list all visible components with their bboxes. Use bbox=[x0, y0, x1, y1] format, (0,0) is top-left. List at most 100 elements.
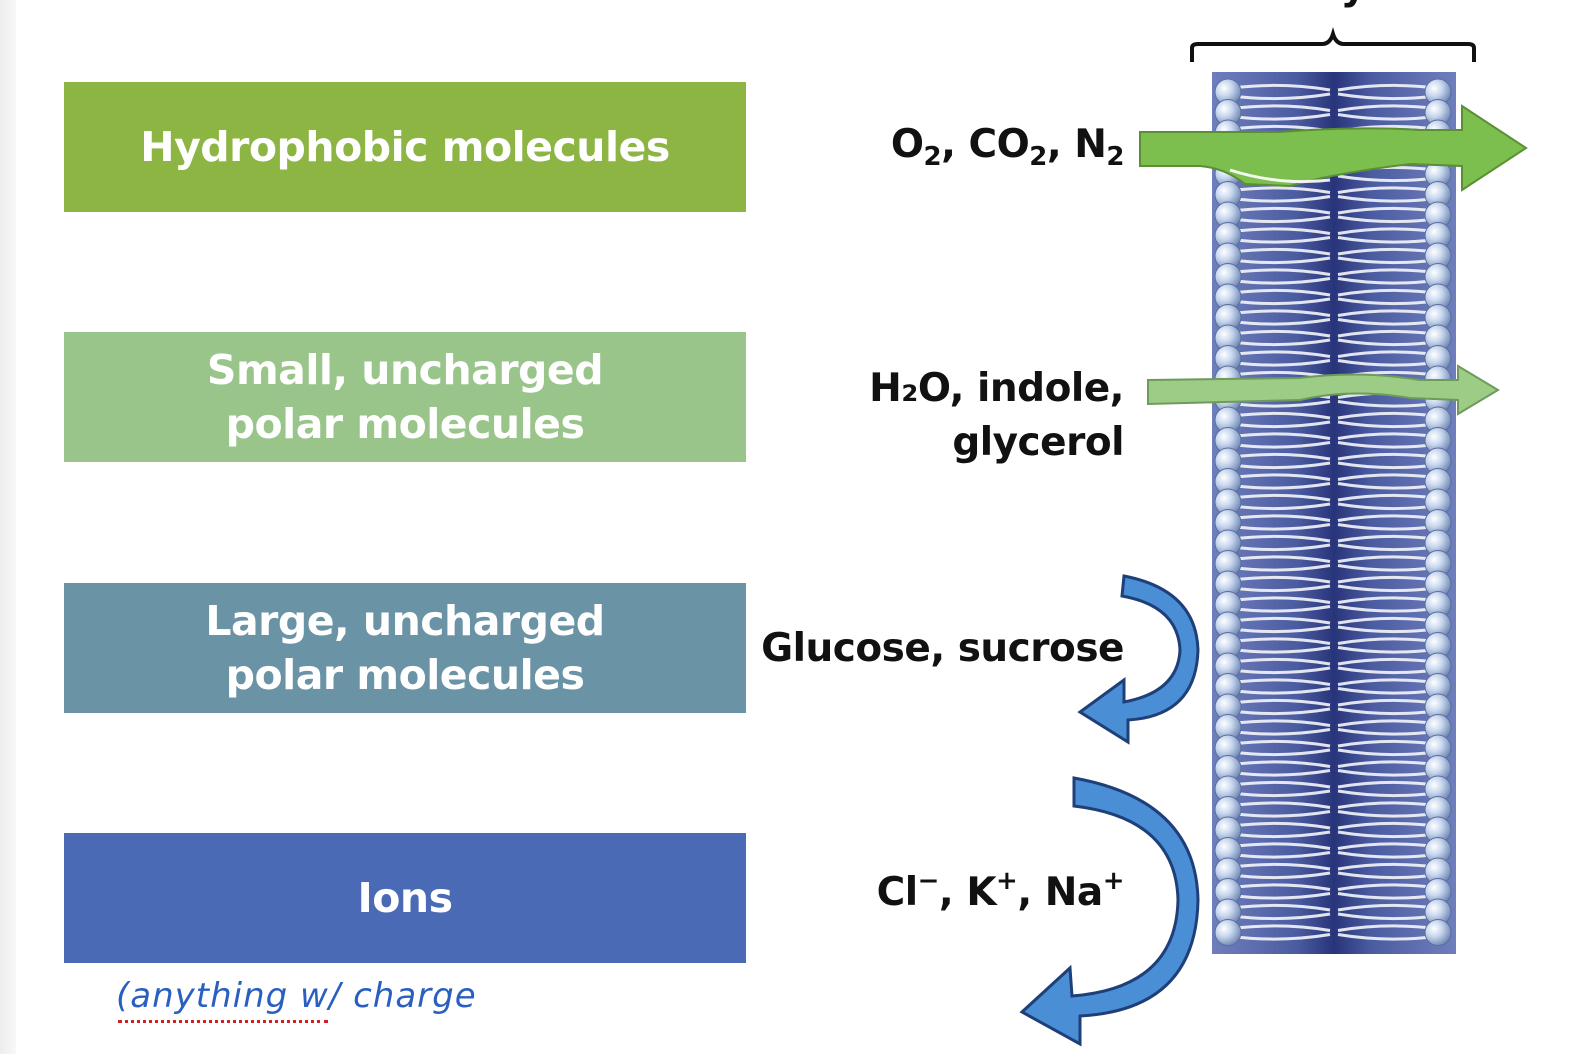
lipid-tail bbox=[1231, 707, 1331, 716]
pass-arrow-gases bbox=[1139, 104, 1528, 192]
lipid-tail bbox=[1231, 728, 1331, 736]
category-label: Small, uncharged bbox=[206, 346, 604, 394]
lipid-tail bbox=[1231, 329, 1331, 338]
lipid-tail bbox=[1231, 83, 1331, 92]
lipid-tail bbox=[1231, 830, 1331, 839]
lipid-tail bbox=[1231, 215, 1331, 224]
category-label: Hydrophobic molecules bbox=[140, 123, 670, 171]
lipid-tail bbox=[1231, 596, 1331, 604]
lipid-tail bbox=[1231, 739, 1331, 748]
lipid-tail bbox=[1231, 268, 1331, 276]
lipid-tail bbox=[1231, 411, 1331, 420]
category-label: polar molecules bbox=[225, 651, 585, 699]
bilayer-brace bbox=[1190, 27, 1476, 62]
lipid-tail bbox=[1231, 801, 1331, 809]
lipid-tail bbox=[1231, 698, 1331, 707]
lipid-tail bbox=[1231, 206, 1331, 215]
lipid-tail bbox=[1231, 92, 1331, 101]
lipid-tail bbox=[1231, 350, 1331, 358]
lipid-tail bbox=[1231, 195, 1331, 203]
lipid-tail bbox=[1231, 473, 1331, 481]
lipid-tail bbox=[1231, 810, 1331, 818]
category-box-large-polar: Large, uncharged polar molecules bbox=[64, 583, 746, 713]
lipid-tail bbox=[1231, 441, 1331, 449]
lipid-tail bbox=[1231, 616, 1331, 625]
lipid-tail bbox=[1231, 247, 1331, 256]
lipid-tail bbox=[1231, 769, 1331, 777]
lipid-tail bbox=[1231, 256, 1331, 265]
lipid-tail bbox=[1231, 338, 1331, 347]
block-arrow-large-polar bbox=[1077, 574, 1200, 745]
lipid-tail bbox=[1231, 502, 1331, 511]
lipid-tail bbox=[1231, 534, 1331, 543]
lipid-tail bbox=[1231, 575, 1331, 584]
lipid-tail bbox=[1231, 523, 1331, 531]
lipid-tail bbox=[1231, 318, 1331, 326]
lipid-tail bbox=[1231, 625, 1331, 634]
lipid-tail bbox=[1231, 748, 1331, 757]
lipid-tail bbox=[1231, 646, 1331, 654]
lipid-tail bbox=[1231, 862, 1331, 871]
lipid-tail bbox=[1231, 514, 1331, 522]
lipid-tail bbox=[1231, 912, 1331, 921]
lipid-tail bbox=[1231, 288, 1331, 297]
spellcheck-underline bbox=[118, 1020, 328, 1023]
lipid-tail bbox=[1231, 400, 1331, 408]
lipid-tail bbox=[1231, 687, 1331, 695]
lipid-tail bbox=[1231, 277, 1331, 285]
lipid-tail bbox=[1231, 186, 1331, 194]
block-arrow-ions bbox=[1019, 776, 1200, 1047]
molecule-label-ions: Cl−, K+, Na+ bbox=[876, 866, 1125, 915]
category-label: Large, uncharged bbox=[205, 597, 605, 645]
lipid-tail bbox=[1231, 236, 1331, 244]
lipid-tail bbox=[1231, 564, 1331, 572]
lipid-tail bbox=[1231, 657, 1331, 666]
lipid-tail bbox=[1231, 113, 1331, 121]
category-box-hydrophobic: Hydrophobic molecules bbox=[64, 82, 746, 212]
lipid-tail bbox=[1231, 851, 1331, 859]
left-edge-strip bbox=[0, 0, 16, 1054]
lipid-tail bbox=[1231, 892, 1331, 900]
lipid-tail bbox=[1231, 842, 1331, 850]
lipid-tail bbox=[1231, 420, 1331, 429]
lipid-tail bbox=[1231, 452, 1331, 461]
lipid-tail bbox=[1231, 760, 1331, 768]
lipid-tail bbox=[1231, 227, 1331, 235]
lipid-tail bbox=[1231, 637, 1331, 645]
lipid-tail bbox=[1231, 359, 1331, 367]
lipid-tail bbox=[1231, 666, 1331, 675]
lipid-tail bbox=[1231, 933, 1331, 941]
molecule-label-small-polar: H₂O, indole, glycerol bbox=[869, 366, 1124, 465]
category-label: polar molecules bbox=[225, 400, 585, 448]
lipid-tail bbox=[1231, 821, 1331, 830]
lipid-tail bbox=[1231, 482, 1331, 490]
lipid-tail bbox=[1231, 924, 1331, 932]
category-box-ions: Ions bbox=[64, 833, 746, 963]
molecule-label-gases: O2, CO2, N2 bbox=[890, 122, 1125, 172]
lipid-tail bbox=[1231, 678, 1331, 686]
molecule-label-large-polar: Glucose, sucrose bbox=[761, 626, 1124, 671]
lipid-tail bbox=[1231, 789, 1331, 798]
category-label: Ions bbox=[357, 874, 453, 922]
lipid-tail bbox=[1231, 309, 1331, 317]
category-box-small-polar: Small, uncharged polar molecules bbox=[64, 332, 746, 462]
bilayer-heading: bilayer bbox=[1246, 0, 1426, 8]
lipid-tail bbox=[1231, 555, 1331, 563]
lipid-tail bbox=[1231, 584, 1331, 593]
lipid-tail bbox=[1231, 297, 1331, 306]
bilayer-core bbox=[1212, 72, 1456, 954]
lipid-tail bbox=[1231, 493, 1331, 502]
lipid-tail bbox=[1231, 432, 1331, 440]
lipid-tail bbox=[1231, 461, 1331, 470]
lipid-tail bbox=[1231, 883, 1331, 891]
lipid-tail bbox=[1231, 719, 1331, 727]
lipid-tail bbox=[1231, 543, 1331, 552]
lipid-tail bbox=[1231, 605, 1331, 613]
lipid-head bbox=[1424, 919, 1452, 946]
lipid-tail bbox=[1231, 780, 1331, 789]
handwritten-note: (anything w/ charge bbox=[116, 976, 477, 1016]
lipid-head bbox=[1214, 919, 1242, 946]
lipid-tail bbox=[1231, 871, 1331, 880]
pass-arrow-small-polar bbox=[1147, 364, 1500, 416]
